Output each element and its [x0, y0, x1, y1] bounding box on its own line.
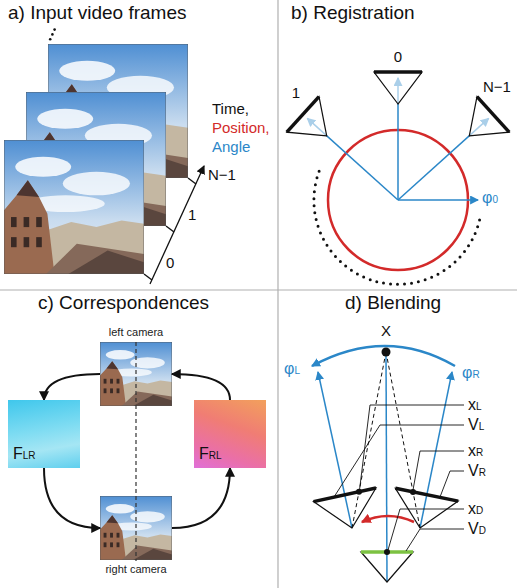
view-label: VL	[468, 416, 484, 436]
warp-arrow	[362, 516, 414, 522]
camera-index: N−1	[483, 78, 511, 96]
projection-label: xR	[468, 442, 483, 462]
image-plane	[287, 97, 319, 133]
camera-index: 0	[394, 48, 402, 66]
view-label: VR	[468, 462, 486, 482]
flow-arrow	[44, 468, 100, 528]
registration-figure	[287, 72, 509, 284]
panel-divider	[0, 289, 517, 290]
scene-point	[382, 348, 391, 357]
axis-label: Position,	[212, 119, 270, 137]
angle-arc	[312, 346, 455, 366]
camera-symbol	[361, 552, 413, 582]
leader-line	[360, 405, 465, 490]
flow-arrow	[172, 468, 230, 528]
image-panel: right camera	[100, 496, 172, 560]
view-direction	[318, 372, 352, 528]
image-label: right camera	[105, 563, 166, 576]
axis-tick	[144, 274, 152, 280]
frame-index: N−1	[208, 166, 236, 184]
panel-title: c) Correspondences	[38, 292, 209, 315]
center-line	[135, 342, 136, 561]
leader-line	[334, 425, 464, 497]
view-direction	[386, 356, 387, 582]
time-axis	[144, 166, 204, 284]
leader-line	[413, 451, 464, 490]
axis-tick	[166, 226, 174, 232]
camera-symbol	[314, 488, 377, 528]
frame-index: 0	[166, 254, 174, 272]
flow-arrow	[44, 374, 100, 400]
leader-line	[406, 529, 464, 551]
camera-symbol	[469, 97, 509, 136]
image-label: left camera	[109, 326, 163, 339]
panel-title: d) Blending	[345, 292, 441, 315]
ellipsis-dot	[53, 28, 56, 31]
projection-label: xD	[468, 500, 483, 520]
frame-index: 1	[188, 206, 196, 224]
leader-line	[440, 471, 464, 497]
image-plane	[395, 488, 458, 501]
leader-lines	[334, 405, 464, 551]
axis-tick	[188, 178, 196, 184]
angle-label: φL	[284, 360, 300, 380]
flow-arrow	[172, 374, 230, 400]
stereo-pair	[100, 342, 172, 561]
panel-title: a) Input video frames	[8, 2, 186, 25]
image-label: FRL	[199, 445, 222, 465]
image-plane	[477, 97, 509, 133]
projected-point	[356, 489, 362, 495]
image-panel: FLR	[8, 400, 80, 468]
axis-label: Angle	[212, 138, 250, 156]
camera-symbol	[374, 72, 422, 104]
panel-divider	[277, 0, 278, 588]
projection-ray	[352, 352, 386, 528]
panel-title: b) Registration	[291, 2, 415, 25]
leader-line	[388, 509, 464, 550]
camera-symbol	[395, 488, 458, 528]
image-plane	[314, 488, 377, 502]
blending-figure	[312, 346, 464, 582]
video-frame	[4, 140, 144, 274]
projected-point	[410, 489, 416, 495]
image-label: FLR	[13, 445, 36, 465]
camera-symbol	[287, 97, 327, 136]
angle-label: φ0	[482, 189, 498, 209]
reference-angle	[398, 199, 478, 201]
view-direction	[420, 372, 452, 528]
ellipsis-dot	[49, 38, 52, 41]
view-label: VD	[468, 520, 486, 540]
image-panel: FRL	[194, 400, 266, 468]
ellipsis-dot	[51, 33, 54, 36]
camera-index: 1	[292, 84, 300, 102]
image-panel: left camera	[100, 342, 172, 406]
image-plane	[374, 70, 422, 74]
projected-point	[384, 549, 390, 555]
axis-label: Time,	[212, 100, 249, 118]
point-label: X	[381, 322, 391, 340]
projection-label: xL	[468, 396, 482, 416]
angle-label: φR	[462, 364, 480, 384]
axis-line	[150, 166, 204, 284]
frame-stack	[4, 28, 188, 274]
